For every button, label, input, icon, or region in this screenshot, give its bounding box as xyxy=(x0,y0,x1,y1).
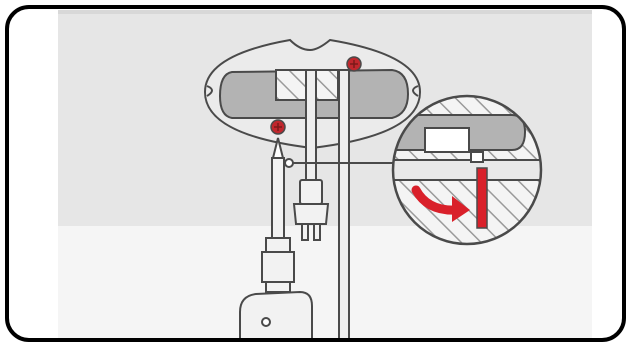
detail-magnifier-icon xyxy=(391,94,543,246)
detail-leader-line xyxy=(284,158,398,168)
frame-border xyxy=(5,5,626,342)
screwdriver-icon xyxy=(239,137,313,342)
wall-area xyxy=(58,226,592,342)
curved-arrow-icon xyxy=(411,185,470,222)
connector-plug-icon xyxy=(292,179,330,241)
screw-icon xyxy=(346,56,362,72)
screw-icon xyxy=(270,119,286,135)
